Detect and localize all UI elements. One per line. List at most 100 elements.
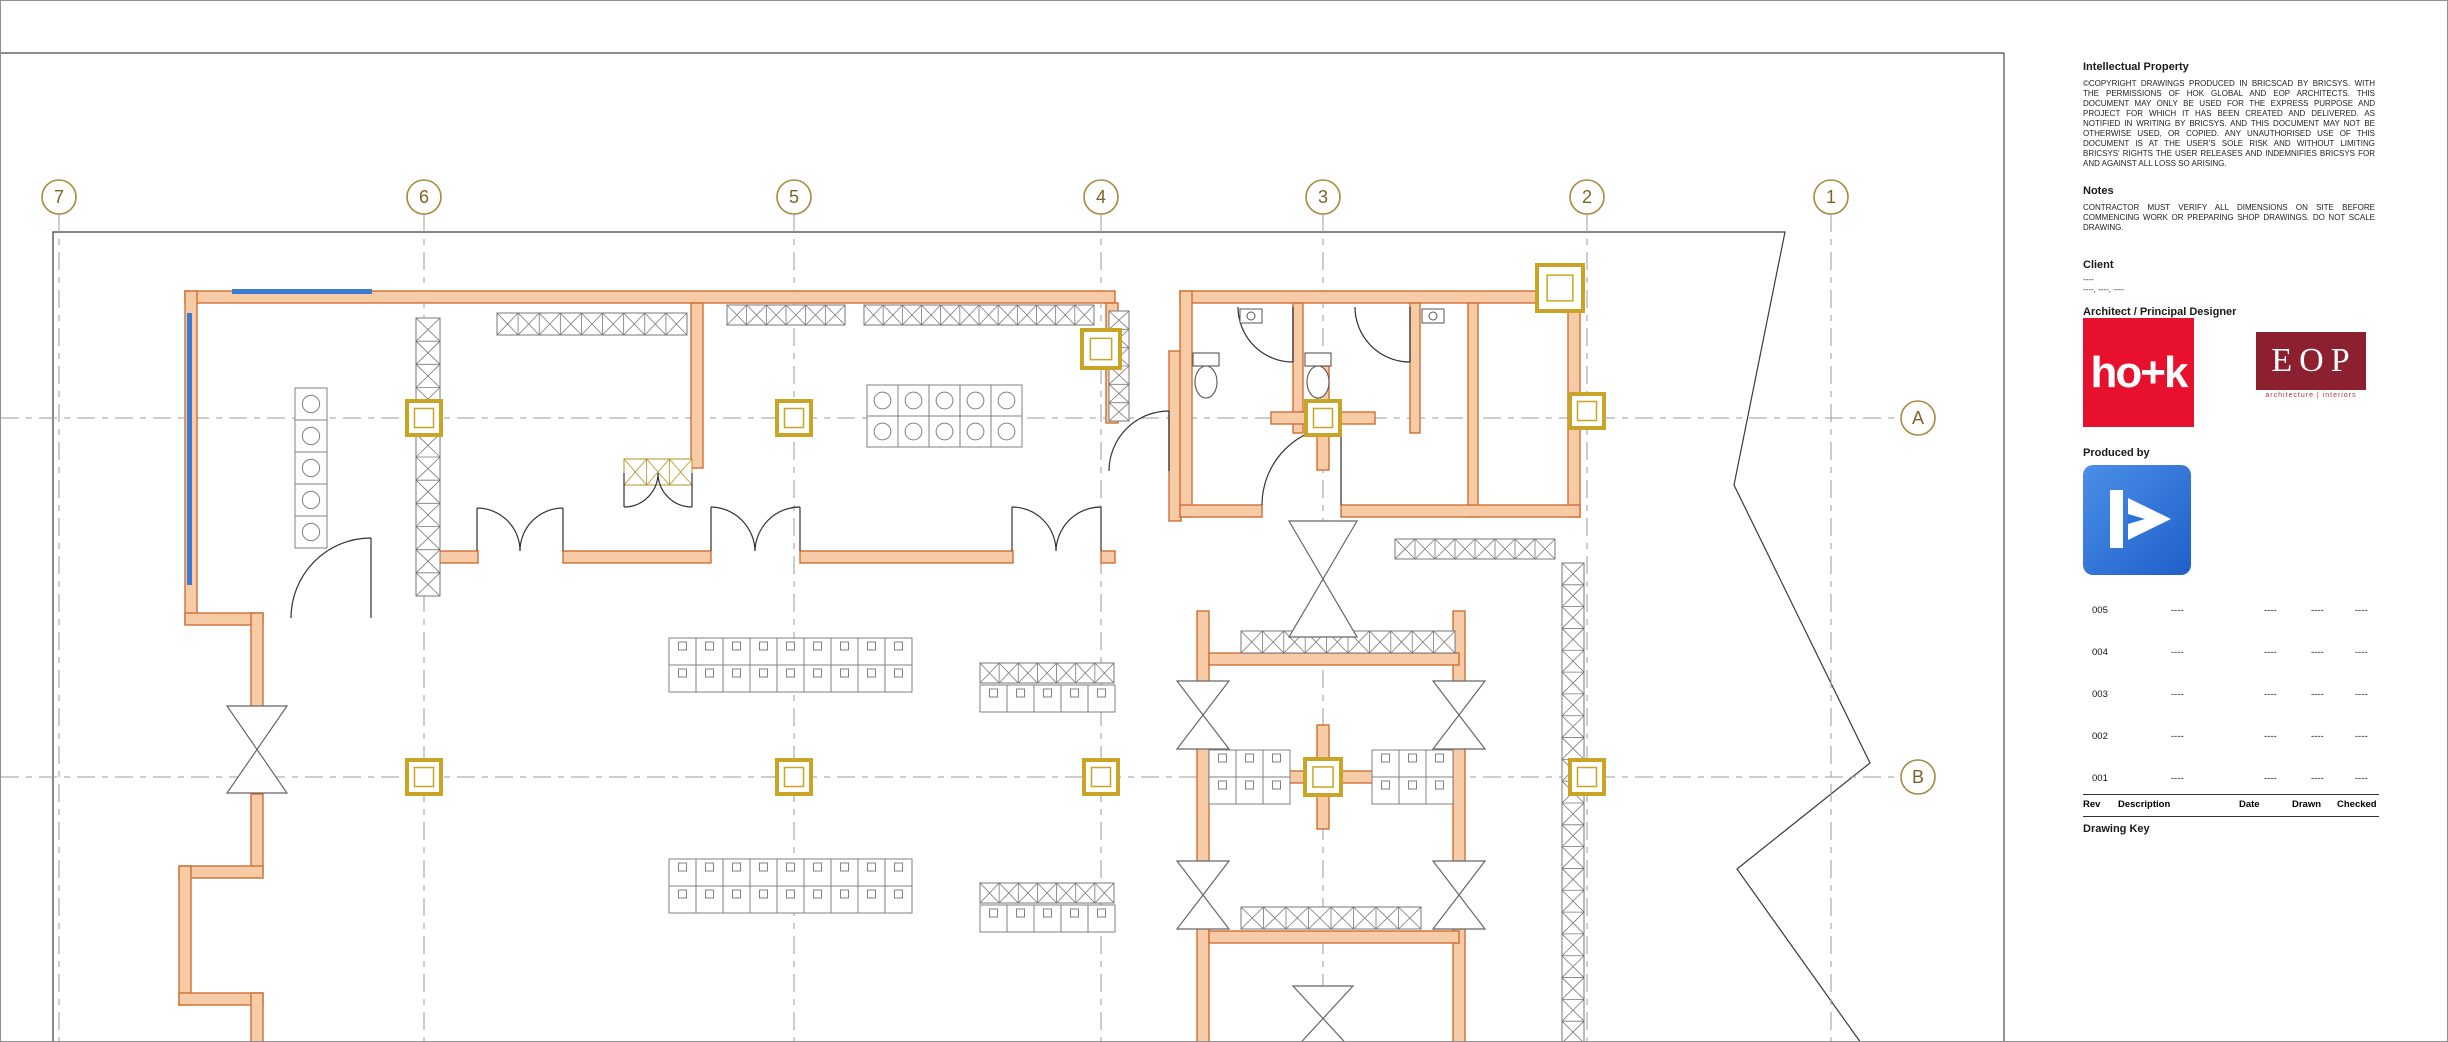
double-door-symbol[interactable] (1431, 860, 1487, 930)
unit-detail[interactable] (301, 394, 321, 414)
column-marker-inner[interactable] (1089, 337, 1113, 361)
workstation-unit[interactable] (294, 515, 328, 549)
unit-detail[interactable] (1043, 908, 1052, 918)
hatch-line[interactable] (1434, 538, 1456, 560)
hatch-line[interactable] (1308, 906, 1332, 930)
unit-detail[interactable] (1097, 908, 1106, 918)
unit-detail[interactable] (894, 668, 903, 678)
hatch-line[interactable] (1561, 911, 1585, 935)
hatch-line[interactable] (646, 458, 670, 486)
unit-detail[interactable] (301, 522, 321, 542)
hatch-line[interactable] (785, 304, 806, 326)
workstation-unit[interactable] (959, 415, 992, 448)
workstation-unit[interactable] (928, 384, 961, 417)
unit-detail[interactable] (678, 862, 687, 872)
hatch-line[interactable] (560, 312, 582, 336)
unit-detail[interactable] (678, 889, 687, 899)
unit-detail[interactable] (873, 422, 892, 441)
unit-detail[interactable] (966, 391, 985, 410)
hatch-line[interactable] (1561, 933, 1585, 957)
unit-detail[interactable] (1245, 780, 1254, 790)
workstation-unit[interactable] (294, 419, 328, 453)
unit-detail[interactable] (1218, 780, 1227, 790)
toilet-tank[interactable] (1304, 352, 1332, 367)
unit-detail[interactable] (813, 862, 822, 872)
wall[interactable] (250, 612, 264, 710)
hatch-line[interactable] (1561, 671, 1585, 695)
hatch-line[interactable] (644, 312, 667, 336)
hatch-line[interactable] (1108, 402, 1130, 422)
hatch-line[interactable] (1017, 662, 1038, 684)
hatch-line[interactable] (1075, 882, 1096, 904)
hatch-line[interactable] (1561, 715, 1585, 738)
unit-detail[interactable] (732, 889, 741, 899)
wall[interactable] (1179, 290, 1193, 518)
hatch-line[interactable] (1561, 846, 1585, 869)
hatch-line[interactable] (1561, 737, 1585, 760)
workstation-unit[interactable] (928, 415, 961, 448)
unit-detail[interactable] (867, 889, 876, 899)
wall[interactable] (799, 550, 1014, 564)
hatch-line[interactable] (998, 882, 1019, 904)
unit-detail[interactable] (301, 490, 321, 510)
workstation-unit[interactable] (990, 415, 1023, 448)
hatch-line[interactable] (623, 312, 646, 336)
unit-detail[interactable] (1016, 688, 1025, 698)
column-marker-inner[interactable] (1312, 407, 1334, 429)
unit-detail[interactable] (705, 889, 714, 899)
hatch-line[interactable] (978, 304, 999, 326)
column-marker-inner[interactable] (1090, 766, 1112, 788)
hatch-line[interactable] (1433, 630, 1456, 654)
wall[interactable] (437, 550, 479, 564)
grid-bubble-1[interactable]: 1 (1813, 179, 1849, 215)
workstation-unit[interactable] (294, 483, 328, 517)
hatch-line[interactable] (1561, 889, 1585, 913)
unit-detail[interactable] (813, 668, 822, 678)
unit-detail[interactable] (1070, 688, 1079, 698)
hatch-line[interactable] (1561, 868, 1585, 891)
hatch-line[interactable] (979, 662, 1000, 684)
hatch-line[interactable] (921, 304, 941, 326)
hatch-line[interactable] (1055, 304, 1076, 326)
door-swing[interactable] (623, 472, 693, 508)
unit-detail[interactable] (786, 889, 795, 899)
grid-bubble-A[interactable]: A (1900, 400, 1936, 436)
wall[interactable] (1196, 610, 1210, 684)
wall[interactable] (1409, 302, 1421, 434)
hatch-line[interactable] (1037, 662, 1057, 684)
double-door-symbol[interactable] (1175, 860, 1231, 930)
door-swing[interactable] (476, 507, 564, 552)
hatch-line[interactable] (1353, 906, 1377, 930)
hatch-line[interactable] (1075, 662, 1096, 684)
hatch-line[interactable] (1561, 977, 1585, 1000)
unit-detail[interactable] (935, 422, 954, 441)
column-marker[interactable] (775, 399, 813, 437)
hatch-line[interactable] (1108, 365, 1130, 385)
grid-bubble-4[interactable]: 4 (1083, 179, 1119, 215)
unit-detail[interactable] (867, 641, 876, 651)
hatch-line[interactable] (1561, 824, 1585, 847)
unit-detail[interactable] (840, 862, 849, 872)
wall[interactable] (1196, 926, 1210, 1042)
hatch-line[interactable] (669, 458, 693, 486)
hatch-line[interactable] (1285, 906, 1309, 930)
wall[interactable] (1452, 746, 1466, 864)
hatch-line[interactable] (766, 304, 787, 326)
wall[interactable] (690, 302, 704, 469)
hatch-line[interactable] (415, 433, 441, 458)
workstation-unit[interactable] (990, 384, 1023, 417)
column-marker-inner[interactable] (1312, 766, 1334, 788)
hatch-line[interactable] (882, 304, 903, 326)
grid-bubble-2[interactable]: 2 (1569, 179, 1605, 215)
hatch-line[interactable] (602, 312, 624, 336)
hatch-line[interactable] (581, 312, 603, 336)
workstation-unit[interactable] (897, 415, 930, 448)
unit-detail[interactable] (732, 862, 741, 872)
unit-detail[interactable] (813, 641, 822, 651)
hatch-line[interactable] (1411, 630, 1434, 654)
column-marker-inner[interactable] (413, 407, 435, 429)
hatch-line[interactable] (1561, 693, 1585, 717)
unit-detail[interactable] (759, 641, 768, 651)
unit-detail[interactable] (786, 862, 795, 872)
hatch-line[interactable] (998, 662, 1019, 684)
